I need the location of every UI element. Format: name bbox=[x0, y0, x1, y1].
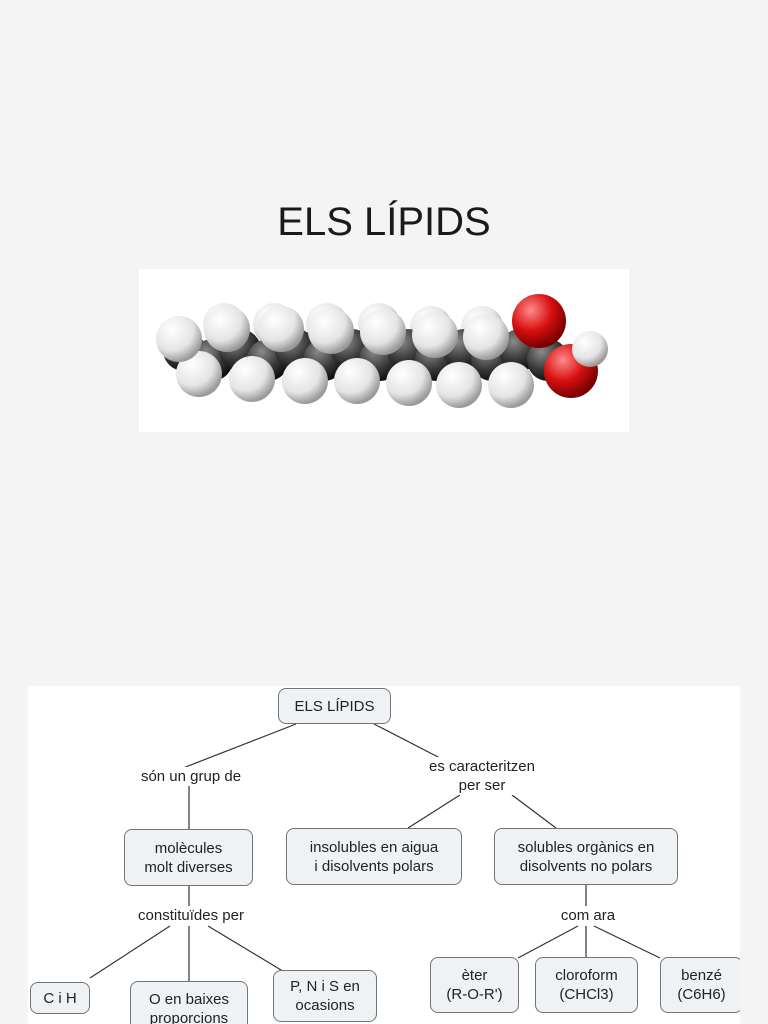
concept-map-connectors bbox=[89, 723, 661, 981]
node-eter: èter (R-O-R') bbox=[430, 957, 519, 1013]
connector-root-left bbox=[182, 723, 297, 769]
hydrogen-atom-top-2 bbox=[258, 306, 304, 352]
node-molecules: molècules molt diverses bbox=[124, 829, 253, 886]
hydrogen-atom-top-0 bbox=[156, 316, 202, 362]
hydrogen-atom-bottom-3 bbox=[334, 358, 380, 404]
hydrogen-atom-bottom-0 bbox=[176, 351, 222, 397]
hydrogen-atom-top-6 bbox=[463, 314, 509, 360]
hydrogen-atom-top-4 bbox=[360, 309, 406, 355]
concept-map: ELS LÍPIDS són un grup de es caracteritz… bbox=[28, 686, 740, 1024]
hydrogen-atom-bottom-2 bbox=[282, 358, 328, 404]
connector-const-cih bbox=[89, 925, 171, 979]
node-p-n-s: P, N i S en ocasions bbox=[273, 970, 377, 1022]
hydrogen-atom-bottom-4 bbox=[386, 360, 432, 406]
link-constituides-per: constituïdes per bbox=[119, 906, 263, 925]
connector-comara-benze bbox=[593, 925, 661, 959]
connector-carac-insolubles bbox=[407, 794, 461, 829]
slide-title: ELS LÍPIDS bbox=[277, 200, 491, 244]
node-solubles: solubles orgànics en disolvents no polar… bbox=[494, 828, 678, 885]
hydrogen-atom-top-3 bbox=[308, 308, 354, 354]
oxygen-atom-carbonyl bbox=[512, 294, 566, 348]
node-o-en-baixes: O en baixes proporcions bbox=[130, 981, 248, 1024]
node-root: ELS LÍPIDS bbox=[278, 688, 391, 724]
hydrogen-atom-bottom-1 bbox=[229, 356, 275, 402]
molecule-image-panel bbox=[139, 269, 629, 432]
hydrogen-atom-bottom-5 bbox=[436, 362, 482, 408]
node-c-i-h: C i H bbox=[30, 982, 90, 1014]
link-son-un-grup-de: són un grup de bbox=[124, 767, 258, 786]
hydrogen-atom-hydroxyl bbox=[572, 331, 608, 367]
connector-root-right bbox=[373, 723, 441, 759]
node-benze: benzé (C6H6) bbox=[660, 957, 740, 1013]
node-cloroform: cloroform (CHCl3) bbox=[535, 957, 638, 1013]
link-com-ara: com ara bbox=[546, 906, 630, 925]
space-filling-molecule-model bbox=[156, 294, 608, 408]
connector-comara-eter bbox=[517, 925, 579, 959]
connector-carac-solubles bbox=[511, 794, 557, 829]
hydrogen-atom-bottom-6 bbox=[488, 362, 534, 408]
hydrogen-atom-top-5 bbox=[412, 312, 458, 358]
link-es-caracteritzen: es caracteritzen per ser bbox=[410, 757, 554, 795]
hydrogen-atom-top-1 bbox=[204, 306, 250, 352]
node-insolubles: insolubles en aigua i disolvents polars bbox=[286, 828, 462, 885]
connector-const-pns bbox=[207, 925, 287, 974]
